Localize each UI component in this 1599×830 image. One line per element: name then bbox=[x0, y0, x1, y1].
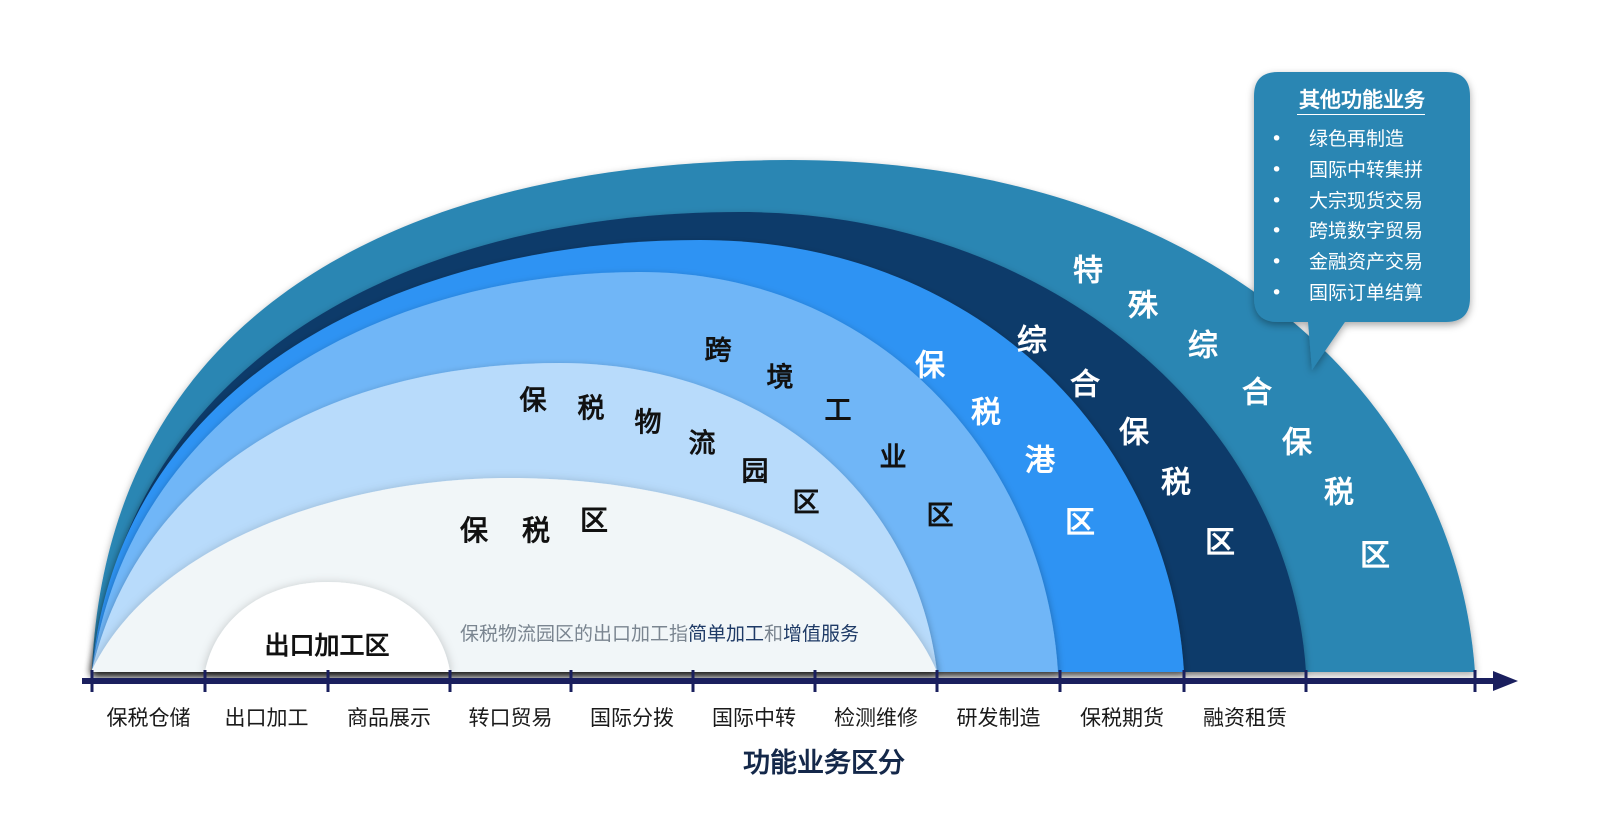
callout-item: • 金融资产交易 bbox=[1271, 247, 1423, 278]
zone-label-char: 综 bbox=[1017, 324, 1047, 359]
callout-item-label: 国际中转集拼 bbox=[1309, 158, 1424, 181]
callout-item-label: 金融资产交易 bbox=[1309, 251, 1424, 274]
zone-label-char: 保 bbox=[915, 349, 946, 384]
callout-list: • 绿色再制造 • 国际中转集拼 • 大宗现货交易 • 跨境数字贸易 • 金融资产交易 •… bbox=[1271, 124, 1423, 309]
bullet-icon: • bbox=[1271, 251, 1283, 274]
zone-label-logistics: 保税物流园区 bbox=[519, 385, 820, 518]
zone-label-char: 区 bbox=[1360, 539, 1390, 574]
zone-label-char: 区 bbox=[580, 504, 608, 537]
callout-panel: 其他功能业务 • 绿色再制造 • 国际中转集拼 • 大宗现货交易 • 跨境数字贸易 • 金… bbox=[1255, 72, 1469, 322]
zone-label-char: 合 bbox=[1070, 368, 1100, 403]
callout-title: 其他功能业务 bbox=[1299, 88, 1425, 112]
bullet-icon: • bbox=[1271, 128, 1283, 150]
axis-tick-label: 检测维修 bbox=[834, 706, 918, 730]
zone-label-char: 区 bbox=[1065, 506, 1095, 541]
zone-label-char: 综 bbox=[1188, 329, 1218, 364]
zone-label-char: 物 bbox=[635, 407, 662, 438]
zone-label-char: 区 bbox=[927, 500, 954, 531]
axis-tick-label: 转口贸易 bbox=[469, 706, 553, 730]
axis-tick-label: 保税仓储 bbox=[107, 706, 191, 730]
zone-label-char: 保 bbox=[519, 385, 548, 416]
zone-label-char: 港 bbox=[1025, 444, 1056, 479]
logistics-note: 保税物流园区的出口加工指简单加工和增值服务 bbox=[460, 623, 859, 645]
axis-tick-label: 商品展示 bbox=[347, 706, 431, 730]
zone-label-char: 工 bbox=[825, 395, 852, 426]
zone-label-char: 保 bbox=[1282, 426, 1313, 461]
zone-label-char: 区 bbox=[1205, 526, 1235, 561]
export-zone-shape bbox=[205, 582, 450, 672]
zone-label-char: 税 bbox=[578, 393, 605, 424]
zone-label-char: 园 bbox=[742, 456, 769, 487]
zone-label-char: 合 bbox=[1242, 376, 1272, 411]
callout-item: • 国际中转集拼 bbox=[1271, 155, 1423, 186]
zone-label-char: 流 bbox=[689, 428, 716, 459]
zone-label-char: 业 bbox=[880, 442, 907, 473]
zone-label-bonded: 保税区 bbox=[460, 504, 608, 547]
zone-label-char: 保 bbox=[460, 514, 489, 547]
axis-tick-label: 国际分拨 bbox=[590, 706, 674, 730]
axis-title: 功能业务区分 bbox=[743, 747, 905, 779]
callout-item: • 大宗现货交易 bbox=[1271, 186, 1423, 217]
export-zone-label: 出口加工区 bbox=[264, 631, 389, 660]
zone-label-char: 跨 bbox=[705, 335, 733, 366]
bullet-icon: • bbox=[1271, 189, 1283, 212]
callout-item-label: 大宗现货交易 bbox=[1309, 189, 1424, 212]
zone-label-char: 税 bbox=[1161, 466, 1191, 501]
axis-tick-label: 国际中转 bbox=[712, 706, 796, 730]
zone-label-char: 境 bbox=[767, 362, 794, 393]
callout-divider bbox=[1297, 114, 1425, 115]
callout-item: • 国际订单结算 bbox=[1271, 278, 1423, 309]
zone-label-char: 税 bbox=[1324, 476, 1354, 511]
callout-item-label: 国际订单结算 bbox=[1309, 281, 1424, 304]
bullet-icon: • bbox=[1271, 281, 1283, 304]
axis-tick-label: 融资租赁 bbox=[1203, 706, 1287, 730]
callout-bubble bbox=[1254, 72, 1470, 370]
note-mid: 和 bbox=[764, 623, 783, 645]
callout-item-label: 绿色再制造 bbox=[1309, 128, 1405, 150]
callout-item: • 绿色再制造 bbox=[1271, 124, 1423, 155]
callout-item-label: 跨境数字贸易 bbox=[1309, 220, 1424, 243]
note-emph-1: 简单加工 bbox=[688, 623, 764, 645]
zone-label-char: 区 bbox=[793, 487, 820, 518]
zone-label-char: 保 bbox=[1119, 416, 1150, 451]
axis-tick-label: 研发制造 bbox=[957, 706, 1041, 730]
callout-item: • 跨境数字贸易 bbox=[1271, 216, 1423, 247]
note-prefix: 保税物流园区的出口加工指 bbox=[460, 623, 688, 645]
zone-label-char: 税 bbox=[971, 396, 1001, 431]
bullet-icon: • bbox=[1271, 158, 1283, 181]
axis-tick-label: 保税期货 bbox=[1080, 706, 1164, 730]
bullet-icon: • bbox=[1271, 220, 1283, 243]
axis-arrowhead bbox=[1493, 671, 1518, 691]
axis-tick-label: 出口加工 bbox=[225, 706, 309, 730]
note-emph-2: 增值服务 bbox=[783, 623, 859, 645]
zone-label-char: 税 bbox=[522, 514, 550, 547]
zone-label-char: 殊 bbox=[1128, 289, 1159, 324]
zone-label-char: 特 bbox=[1073, 254, 1103, 289]
